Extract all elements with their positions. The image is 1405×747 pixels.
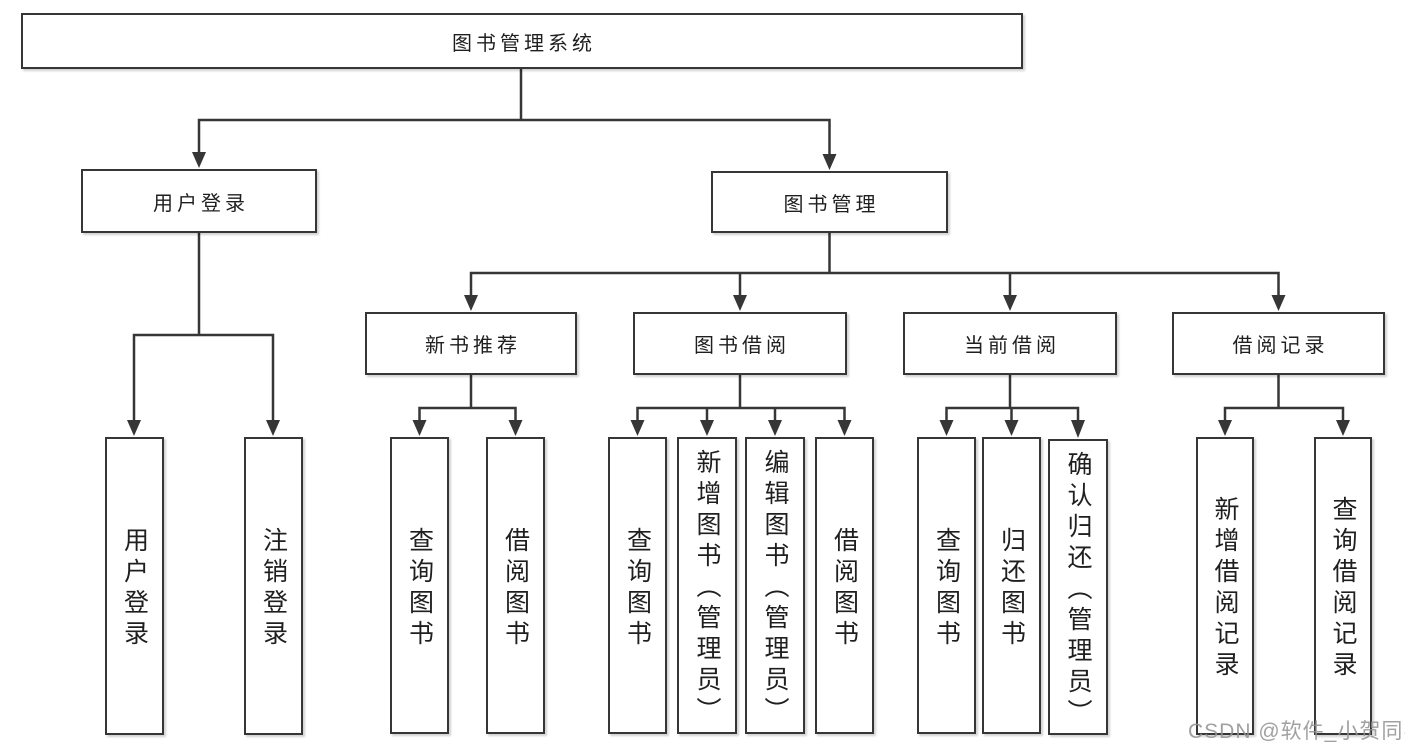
node-borrowing-records: 借阅记录 xyxy=(1172,312,1385,375)
leaf-current-return-books: 归还图书 xyxy=(982,437,1041,734)
leaf-borrowing-query-books: 查询图书 xyxy=(608,437,667,734)
node-library-management-system: 图书管理系统 xyxy=(21,13,1023,69)
leaf-records-add-record: 新增借阅记录 xyxy=(1196,437,1254,735)
node-book-borrowing: 图书借阅 xyxy=(633,312,847,375)
leaf-recommend-borrow-books: 借阅图书 xyxy=(486,437,545,734)
leaf-recommend-query-books: 查询图书 xyxy=(390,437,449,734)
leaf-records-query-record: 查询借阅记录 xyxy=(1314,437,1372,735)
node-current-borrowing: 当前借阅 xyxy=(903,312,1117,375)
leaf-logout: 注销登录 xyxy=(244,437,303,735)
leaf-borrowing-edit-books-admin: 编辑图书（管理员） xyxy=(745,437,805,734)
arrowhead-icons xyxy=(127,152,1350,438)
leaf-user-login: 用户登录 xyxy=(105,437,164,735)
leaf-current-confirm-return-admin: 确认归还（管理员） xyxy=(1048,439,1108,735)
node-book-management: 图书管理 xyxy=(711,171,948,233)
csdn-watermark: CSDN @软件_小贺同学 xyxy=(1188,720,1405,743)
node-new-book-recommend: 新书推荐 xyxy=(365,312,577,375)
leaf-borrowing-borrow-books: 借阅图书 xyxy=(815,437,874,734)
leaf-borrowing-add-books-admin: 新增图书（管理员） xyxy=(677,437,737,734)
node-user-login: 用户登录 xyxy=(81,169,317,233)
leaf-current-query-books: 查询图书 xyxy=(917,437,976,734)
